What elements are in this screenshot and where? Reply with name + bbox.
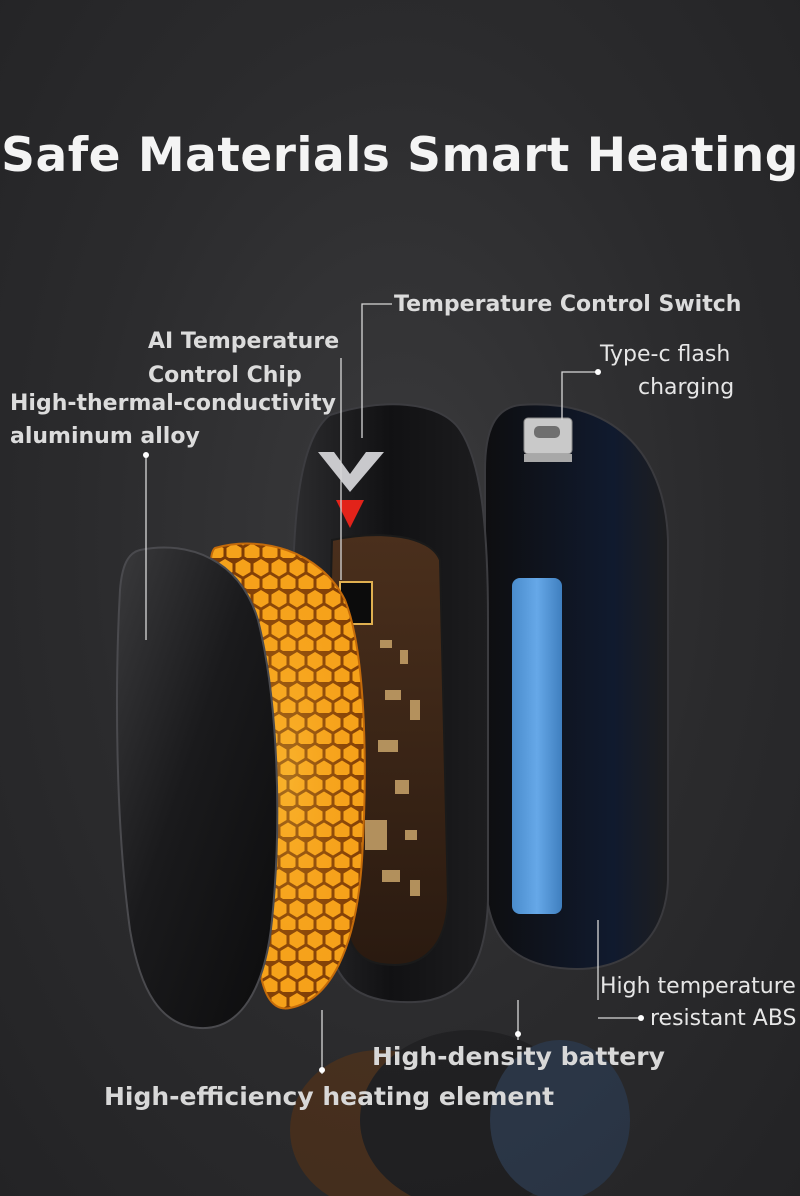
usb-c-port bbox=[523, 417, 573, 462]
label-aluminum-line1: High-thermal-conductivity bbox=[10, 391, 336, 416]
floor-reflection bbox=[290, 1030, 630, 1196]
label-battery: High-density battery bbox=[372, 1042, 665, 1071]
leader-lines bbox=[145, 303, 640, 1074]
label-ai-chip-line1: AI Temperature bbox=[148, 329, 340, 354]
label-typec-line1: Type-c flash bbox=[600, 342, 731, 367]
v-switch bbox=[318, 452, 384, 492]
label-heating-element: High-efficiency heating element bbox=[104, 1082, 555, 1111]
aluminum-plate bbox=[116, 546, 279, 1030]
label-typec-line2: charging bbox=[638, 375, 735, 400]
label-aluminum-line2: aluminum alloy bbox=[10, 424, 200, 449]
label-temperature-control-switch: Temperature Control Switch bbox=[394, 292, 742, 317]
label-abs-line1: High temperature bbox=[600, 974, 796, 999]
battery-block bbox=[512, 578, 562, 914]
page-title: Safe Materials Smart Heating bbox=[1, 128, 799, 183]
red-indicator bbox=[336, 500, 364, 528]
label-abs-line2: resistant ABS bbox=[650, 1006, 797, 1031]
label-ai-chip-line2: Control Chip bbox=[148, 363, 302, 388]
